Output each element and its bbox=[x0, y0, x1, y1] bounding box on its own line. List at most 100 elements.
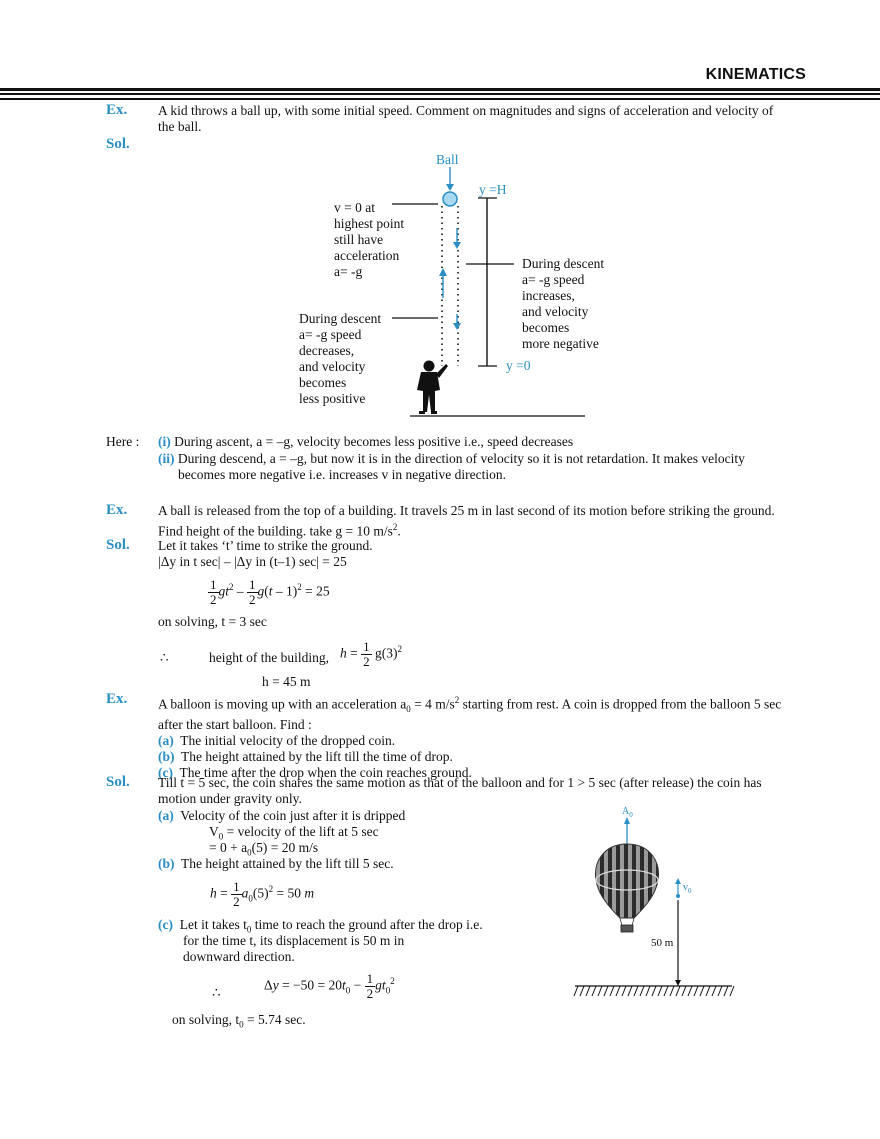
coin-dot bbox=[676, 894, 680, 898]
ex3-final-text-b: = 5.74 sec. bbox=[243, 1012, 306, 1027]
ex2-sol-label: Sol. bbox=[106, 537, 130, 553]
ex3-s-c: (c) Let it takes t0 time to reach the gr… bbox=[158, 917, 483, 935]
left-note-line: decreases, bbox=[299, 343, 355, 358]
ball-pointer-head bbox=[446, 184, 454, 191]
ex2-on-solving: on solving, t = 3 sec bbox=[158, 614, 267, 629]
a0-label: A0 bbox=[622, 806, 633, 819]
height-50m-label: 50 m bbox=[651, 937, 674, 949]
ex2-question-line1: A ball is released from the top of a bui… bbox=[158, 503, 775, 518]
ex3-q-b-label: (b) bbox=[158, 749, 175, 765]
height-line-head bbox=[675, 980, 681, 986]
ball-icon bbox=[442, 191, 458, 207]
balloon-diagram: A0 v0 50 m bbox=[560, 800, 760, 1010]
right-note-line: becomes bbox=[522, 320, 570, 335]
point-ii-line2: becomes more negative i.e. increases v i… bbox=[178, 467, 506, 482]
ex3-s-a-line2-text-b: (5) = 20 m/s bbox=[251, 840, 319, 855]
ground-hatch bbox=[573, 985, 735, 997]
header-rule-2 bbox=[0, 93, 880, 95]
ex3-s-a-line1: V0 = velocity of the lift at 5 sec bbox=[209, 824, 379, 842]
ex3-q-part3: starting from rest. A coin is dropped fr… bbox=[459, 696, 782, 712]
ex3-q-c-label: (c) bbox=[158, 765, 173, 781]
ex3-sol-intro: Till t = 5 sec, the coin shares the same… bbox=[158, 775, 804, 807]
right-descent-note: During descent a= -g speed increases, an… bbox=[522, 256, 604, 352]
y-bottom-label: y =0 bbox=[506, 358, 531, 373]
left-note-line: and velocity bbox=[299, 359, 366, 374]
ex2-question-line2: Find height of the building. take g = 10… bbox=[158, 522, 401, 539]
ex3-question: A balloon is moving up with an accelerat… bbox=[158, 692, 804, 781]
ex3-therefore: ∴ bbox=[212, 985, 221, 1000]
ball-label: Ball bbox=[436, 152, 459, 167]
v0-label: v0 bbox=[683, 882, 692, 895]
ex3-s-c-line3: downward direction. bbox=[183, 949, 295, 964]
ex2-label: Ex. bbox=[106, 502, 128, 518]
right-note-line: During descent bbox=[522, 256, 605, 271]
descent-arrow-1-head bbox=[453, 242, 461, 249]
right-note-line: a= -g speed bbox=[522, 272, 585, 287]
ex3-q-c: (c) The time after the drop when the coi… bbox=[158, 765, 804, 781]
ex3-s-a-line2: = 0 + a0(5) = 20 m/s bbox=[209, 840, 319, 858]
ex3-q-a: (a) The initial velocity of the dropped … bbox=[158, 733, 804, 749]
ex3-s-b-label: (b) bbox=[158, 856, 175, 871]
ex1-question-line1: A kid throws a ball up, with some initia… bbox=[158, 103, 774, 118]
ex3-q-part1: A balloon is moving up with an accelerat… bbox=[158, 696, 407, 712]
highest-point-line: a= -g bbox=[334, 264, 363, 279]
ex3-q-a-text: The initial velocity of the dropped coin… bbox=[180, 733, 396, 749]
velocity-arrow-head bbox=[675, 878, 681, 884]
left-note-line: less positive bbox=[299, 391, 366, 406]
ex3-q-a-label: (a) bbox=[158, 733, 174, 749]
point-i: (i) During ascent, a = –g, velocity beco… bbox=[158, 434, 804, 450]
ex3-s-a-line1-text: = velocity of the lift at 5 sec bbox=[223, 824, 379, 839]
ex3-s-c-label: (c) bbox=[158, 917, 173, 932]
ex3-s-c-line1: Let it takes t bbox=[179, 917, 247, 932]
point-ii-label: (ii) bbox=[158, 451, 175, 466]
kid-silhouette-icon bbox=[417, 360, 448, 414]
ex3-final: on solving, t0 = 5.74 sec. bbox=[172, 1012, 306, 1030]
ex2-sol-line2: |Δy in t sec| – |Δy in (t–1) sec| = 25 bbox=[158, 554, 347, 569]
ex1-question-line2: the ball. bbox=[158, 119, 202, 134]
ex2-question-line2-text: Find height of the building. take g = 10… bbox=[158, 523, 393, 539]
ascent-arrow-head bbox=[439, 268, 447, 276]
ex2-question: A ball is released from the top of a bui… bbox=[158, 503, 804, 540]
highest-point-note: v = 0 at highest point still have accele… bbox=[334, 200, 404, 280]
ex3-s-b-text: The height attained by the lift till 5 s… bbox=[181, 856, 394, 871]
highest-point-line: acceleration bbox=[334, 248, 400, 263]
ex2-height-result: h = 45 m bbox=[262, 674, 311, 689]
balloon-svg bbox=[573, 817, 735, 997]
ex2-eq-result: = 25 bbox=[305, 583, 330, 599]
ex2-therefore: ∴ bbox=[160, 650, 169, 665]
point-ii: (ii) During descend, a = –g, but now it … bbox=[158, 451, 804, 467]
hot-air-balloon-icon bbox=[595, 843, 659, 933]
ex3-sol-line1: Till t = 5 sec, the coin shares the same… bbox=[158, 775, 762, 790]
left-note-line: becomes bbox=[299, 375, 347, 390]
ex3-s-a-text: Velocity of the coin just after it is dr… bbox=[180, 808, 406, 823]
ex1-label: Ex. bbox=[106, 102, 128, 118]
ex1-sol-label: Sol. bbox=[106, 136, 130, 152]
header-rule-3 bbox=[0, 98, 880, 100]
left-note-line: During descent bbox=[299, 311, 382, 326]
ex3-label: Ex. bbox=[106, 691, 128, 707]
ex3-s-b: (b) The height attained by the lift till… bbox=[158, 856, 394, 872]
v0-label-text: v bbox=[683, 882, 688, 893]
right-note-line: increases, bbox=[522, 288, 575, 303]
ex3-s-c-line2: for the time t, its displacement is 50 m… bbox=[183, 933, 405, 948]
ex3-q-c-text: The time after the drop when the coin re… bbox=[179, 765, 472, 781]
right-note-line: and velocity bbox=[522, 304, 589, 319]
ex3-final-text: on solving, t bbox=[172, 1012, 240, 1027]
ex3-s-c-line1b: time to reach the ground after the drop … bbox=[251, 917, 483, 932]
ex3-question-line1: A balloon is moving up with an accelerat… bbox=[158, 695, 782, 715]
y-top-label: y =H bbox=[479, 182, 507, 197]
ex3-q-part2: = 4 m/s bbox=[410, 696, 455, 712]
descent-arrow-2-head bbox=[453, 323, 461, 330]
ex2-sol-line1: Let it takes ‘t’ time to strike the grou… bbox=[158, 538, 373, 553]
ex1-question: A kid throws a ball up, with some initia… bbox=[158, 103, 804, 135]
ex3-sol-line2: motion under gravity only. bbox=[158, 791, 302, 806]
ex3-sol-label: Sol. bbox=[106, 774, 130, 790]
here-label: Here : bbox=[106, 434, 140, 449]
point-i-label: (i) bbox=[158, 434, 171, 449]
ex3-q-b: (b) The height attained by the lift till… bbox=[158, 749, 804, 765]
ex3-s-a: (a) Velocity of the coin just after it i… bbox=[158, 808, 405, 824]
highest-point-line: still have bbox=[334, 232, 384, 247]
